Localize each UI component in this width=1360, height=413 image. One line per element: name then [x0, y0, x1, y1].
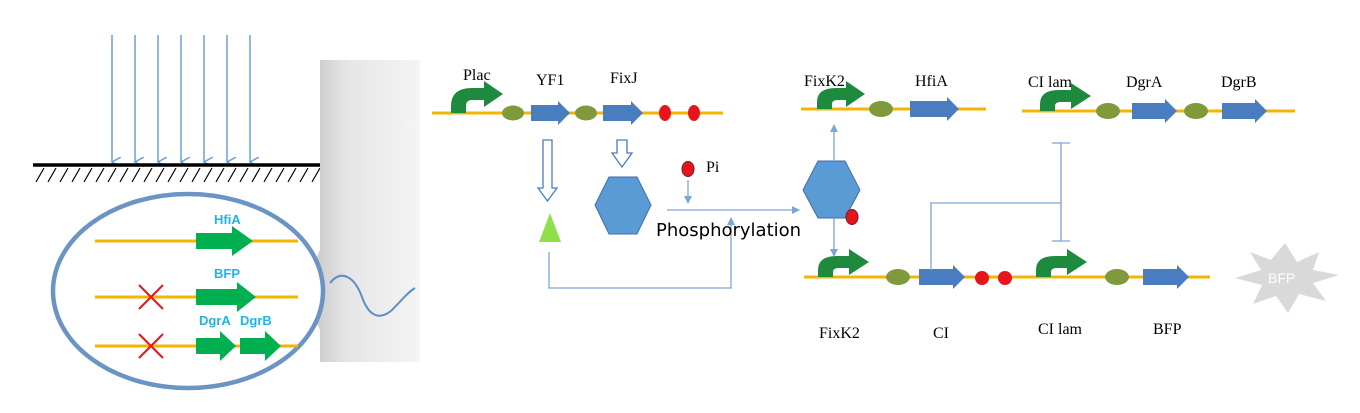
track-fixk2-hfia [801, 81, 986, 121]
inset-label-dgrb: DgrB [240, 313, 272, 328]
label-pi: Pi [706, 159, 720, 176]
ci-repression-line [930, 202, 1061, 270]
track-cilam-dgra-dgrb [1022, 83, 1295, 123]
track-fixk2-ci-cilam-bfp [804, 249, 1210, 289]
label-dgra: DgrA [1126, 74, 1163, 91]
inset-label-hfia: HfiA [214, 212, 241, 227]
fixj-protein-hexagon [594, 176, 652, 235]
cds-arrow-ci [919, 265, 965, 289]
chromophore-triangle [539, 213, 561, 242]
expression-arrow-fixj [610, 139, 634, 169]
cds-arrow-fixj [603, 101, 643, 125]
label-dgrb: DgrB [1221, 74, 1257, 91]
bfp-burst-label: BFP [1268, 270, 1296, 286]
cell-squiggle [329, 274, 416, 317]
label-hfia: HfiA [915, 73, 948, 90]
ground-hatching [35, 167, 321, 183]
cds-arrow-hfia [910, 97, 959, 121]
rbs-icon [886, 269, 910, 285]
cds-arrow-bfp [1143, 265, 1189, 289]
cds-arrow-yf1 [531, 101, 570, 125]
bfp-fluorescence-burst [1235, 243, 1339, 313]
operator-site-icon [688, 105, 700, 121]
rbs-icon [502, 105, 524, 121]
promoter-arrow-cilam-bottom [1036, 249, 1087, 277]
inset-gene-arrow-dgrb [240, 331, 281, 361]
operator-site-icon [975, 271, 989, 285]
pi-phosphate-icon [681, 161, 695, 177]
label-ci: CI [933, 325, 949, 342]
repression-x-icon [138, 284, 164, 310]
light-rays [112, 35, 250, 162]
operator-site-icon [659, 105, 671, 121]
label-phosphorylation: Phosphorylation [656, 220, 802, 241]
rbs-icon [1184, 103, 1208, 119]
ground-surface [33, 163, 322, 183]
yf1-feedback-connector [548, 217, 735, 289]
inset-gene-arrow-hfia [196, 226, 253, 256]
label-fixj: FixJ [610, 70, 638, 87]
inset-gene-arrow-bfp [196, 282, 256, 312]
promoter-arrow-fixk2-bottom [818, 249, 869, 277]
label-cilam-bottom: CI lam [1038, 321, 1082, 338]
ci-repression-connector [930, 142, 1070, 270]
inset-gene-arrow-dgra [196, 331, 236, 361]
promoter-arrow-fixk2 [817, 81, 865, 109]
inset-label-bfp: BFP [214, 266, 240, 281]
cds-arrow-dgra [1132, 99, 1177, 123]
label-plac: Plac [463, 67, 491, 84]
label-fixk2-bottom: FixK2 [819, 325, 860, 342]
label-bfp: BFP [1153, 321, 1182, 338]
rbs-icon [575, 105, 597, 121]
cds-arrow-dgrb [1222, 99, 1267, 123]
promoter-arrow-plac [451, 81, 503, 113]
expression-arrow-yf1 [536, 139, 559, 203]
label-cilam-top: CI lam [1028, 74, 1072, 91]
label-fixk2-top: FixK2 [804, 73, 845, 90]
inset-label-dgra: DgrA [199, 313, 231, 328]
label-yf1: YF1 [536, 72, 565, 89]
zoom-panel [310, 60, 420, 362]
rbs-icon [869, 101, 893, 117]
rbs-icon [1105, 269, 1129, 285]
phosphate-icon [845, 209, 859, 225]
rbs-icon [1096, 103, 1120, 119]
repression-x-icon [138, 333, 164, 359]
operator-site-icon [998, 271, 1012, 285]
inset-ellipse [50, 191, 326, 391]
promoter-arrow-cilam [1040, 83, 1091, 111]
track-plac-yf1-fixj [432, 81, 723, 125]
inset-tracks [95, 226, 298, 361]
phosphorylated-fixj-hexagon [802, 160, 861, 219]
